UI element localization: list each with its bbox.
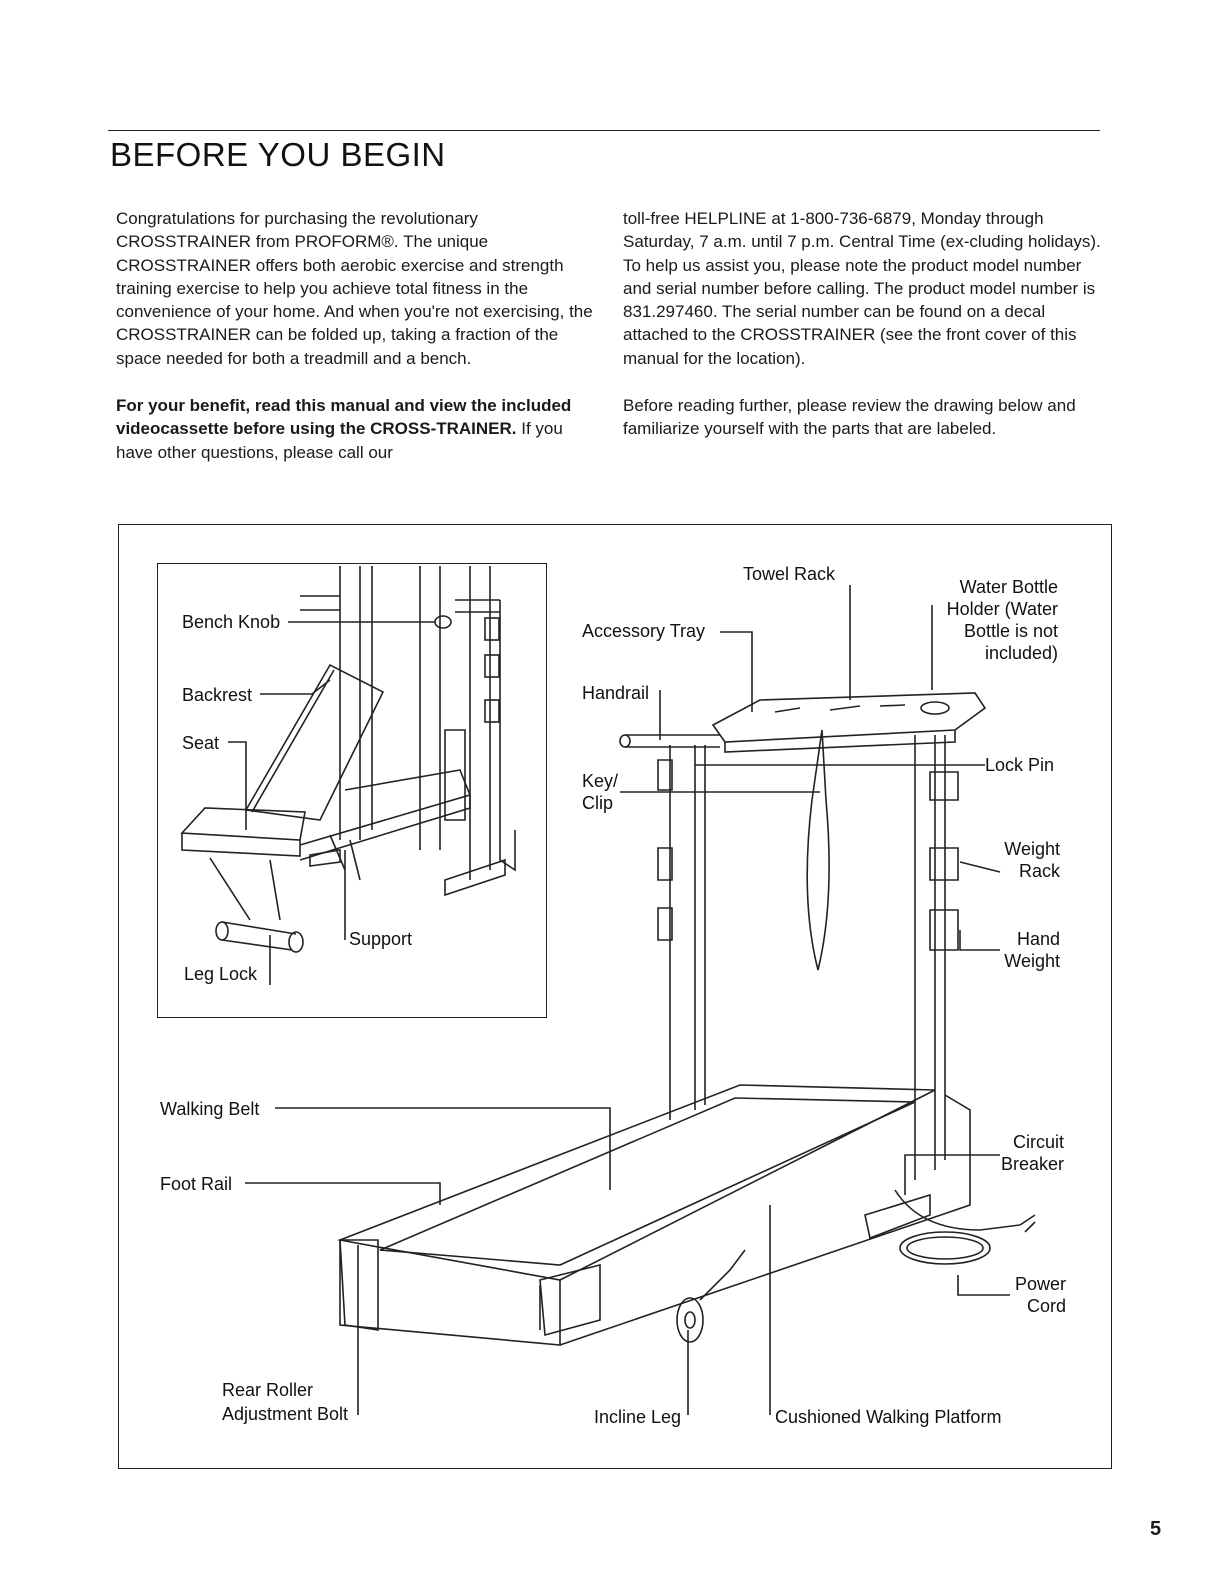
label-weight-rack-1: Weight [1004,839,1060,859]
bench-drawing [180,566,516,985]
page-title: BEFORE YOU BEGIN [110,136,446,173]
label-walking-belt: Walking Belt [160,1099,260,1119]
label-leg-lock: Leg Lock [184,964,258,984]
label-weight-rack-2: Rack [1018,861,1060,881]
label-hand-weight-1: Hand [1016,929,1060,949]
left-column: Congratulations for purchasing the revol… [116,207,596,488]
bench-inset-frame [157,563,547,1018]
label-accessory-tray: Accessory Tray [582,621,706,641]
label-circuit-1: Circuit [1012,1132,1064,1152]
label-handrail: Handrail [582,683,650,703]
label-seat: Seat [182,733,220,753]
label-power-2: Cord [1026,1296,1066,1316]
label-foot-rail: Foot Rail [160,1174,233,1194]
label-water-bottle-2: Holder (Water [946,599,1058,619]
label-towel-rack: Towel Rack [743,564,836,584]
page-number: 5 [1150,1518,1162,1540]
top-rule [108,130,1100,131]
label-bench-knob: Bench Knob [182,612,281,632]
label-water-bottle-4: included) [984,643,1058,663]
right-column: toll-free HELPLINE at 1-800-736-6879, Mo… [623,207,1103,465]
label-rear-roller-1: Rear Roller [222,1380,314,1400]
label-water-bottle-1: Water Bottle [959,577,1058,597]
label-circuit-2: Breaker [1000,1154,1064,1174]
label-hand-weight-2: Weight [1004,951,1060,971]
label-incline-leg: Incline Leg [594,1407,682,1427]
label-key-1: Key/ [582,771,619,791]
label-water-bottle-3: Bottle is not [963,621,1058,641]
benefit-paragraph: For your benefit, read this manual and v… [116,394,596,464]
label-key-2: Clip [582,793,614,813]
label-support: Support [349,929,413,949]
label-lock-pin: Lock Pin [985,755,1055,775]
benefit-bold-text: For your benefit, read this manual and v… [116,396,572,439]
treadmill-drawing [245,585,1036,1415]
label-power-1: Power [1014,1274,1066,1294]
intro-paragraph: Congratulations for purchasing the revol… [116,209,593,368]
label-cushioned-platform: Cushioned Walking Platform [775,1407,1002,1427]
helpline-paragraph: toll-free HELPLINE at 1-800-736-6879, Mo… [623,209,1101,368]
label-backrest: Backrest [182,685,253,705]
label-rear-roller-2: Adjustment Bolt [222,1404,349,1424]
diagram-frame [118,524,1112,1469]
benefit-rest-text: If you have other questions, please call… [116,419,563,462]
review-paragraph: Before reading further, please review th… [623,396,1076,439]
